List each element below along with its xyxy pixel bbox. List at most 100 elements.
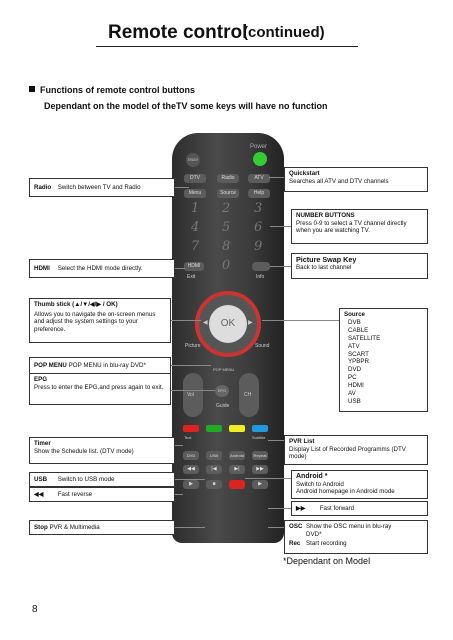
usb-box: USB Switch to USB mode — [29, 472, 175, 487]
pvr-list-box-text: Display List of Recorded Programms (DTV … — [289, 445, 406, 461]
source-box: Source DVB CABLE SATELLITE ATV SCART YPB… — [339, 308, 428, 412]
source-list: DVB CABLE SATELLITE ATV SCART YPBPR DVD … — [344, 319, 423, 406]
number-8: 8 — [222, 239, 231, 254]
volume-rocker — [183, 373, 203, 417]
rec-label: Rec — [289, 540, 301, 548]
exit-label: Exit — [187, 274, 196, 280]
number-5: 5 — [222, 220, 231, 235]
bullet-square-icon — [29, 86, 35, 92]
dtv-button: DTV — [184, 174, 206, 183]
radio-box-text: Switch between TV and Radio — [57, 184, 141, 191]
number-7: 7 — [191, 239, 200, 254]
text-label: Text — [184, 435, 192, 440]
picture-swap-box-label: Picture Swap Key — [296, 255, 357, 264]
hdmi-button: HDMI — [184, 262, 204, 271]
atv-button: ATV — [248, 174, 270, 183]
info-label: Info — [256, 274, 265, 280]
forward-box: ▶▶ Fast forward — [291, 501, 428, 516]
blue-button — [252, 425, 268, 432]
section-heading: Functions of remote control buttons — [29, 85, 195, 95]
page-title: Remote control — [108, 22, 248, 43]
radio-box-label: Radio — [34, 184, 52, 191]
thumbstick-box-text: Allows you to navigate the on-screen men… — [34, 310, 156, 333]
connector-line — [175, 479, 205, 480]
timer-box: Timer Show the Schedule list. (DTV mode) — [29, 437, 175, 464]
footnote: *Dependant on Model — [283, 556, 371, 566]
android-box-label: Android * — [296, 473, 328, 480]
source-item: PC — [348, 374, 357, 382]
left-arrow-icon: ◀ — [203, 320, 208, 326]
number-buttons-box-label: NUMBER BUTTONS — [296, 212, 355, 219]
connector-line — [245, 478, 291, 479]
green-button — [206, 425, 222, 432]
swap-icon — [252, 262, 270, 271]
record-icon — [229, 480, 245, 489]
source-item: CABLE — [348, 326, 369, 334]
hdmi-box-text: Select the HDMI mode directly. — [57, 265, 143, 272]
connector-line — [175, 187, 189, 188]
popmenu-box: POP MENU POP MENU in blu-ray DVD* — [29, 357, 171, 374]
dvd-button: DVD — [183, 451, 199, 460]
connector-line — [262, 320, 339, 321]
source-item: ATV — [348, 342, 360, 350]
red-button — [183, 425, 199, 432]
picture-swap-box: Picture Swap Key Back to last channel — [291, 253, 428, 279]
quickstart-box-label: Quickstart — [289, 170, 320, 177]
stop-box-text: PVR & Multimedia — [49, 524, 100, 531]
number-4: 4 — [191, 220, 200, 235]
reverse-box: ◀◀ Fast reverse — [29, 487, 175, 502]
stop-icon: ■ — [206, 480, 222, 489]
stop-box: Stop PVR & Multimedia — [29, 520, 175, 535]
play-icon: ▶ — [183, 480, 199, 489]
connector-line — [175, 445, 183, 446]
source-item: SATELLITE — [348, 334, 381, 342]
reverse-box-label: ◀◀ — [34, 491, 44, 498]
connector-line — [268, 440, 284, 441]
source-item: HDMI — [348, 382, 364, 390]
source-item: DVB — [348, 318, 361, 326]
reverse-box-text: Fast reverse — [57, 491, 93, 498]
source-item: USB — [348, 397, 361, 405]
thumbstick-box-label: Thumb stick (▲/▼/◀/▶ / OK) — [34, 301, 118, 308]
popmenu-box-text: POP MENU in blu-ray DVD* — [68, 362, 146, 369]
power-icon — [253, 152, 267, 166]
source-box-label: Source — [344, 311, 365, 318]
connector-line — [171, 320, 201, 321]
number-buttons-box: NUMBER BUTTONS Press 0-9 to select a TV … — [291, 209, 428, 244]
pvr-list-box: PVR List Display List of Recorded Progra… — [284, 435, 428, 465]
number-1: 1 — [191, 201, 200, 216]
connector-line — [269, 177, 284, 178]
number-3: 3 — [254, 201, 263, 216]
android-box-text2: Android homepage in Android mode — [296, 488, 395, 496]
yellow-button — [229, 425, 245, 432]
mute-button: Mute — [186, 153, 200, 167]
power-label: Power — [250, 144, 268, 150]
section-heading-text: Functions of remote control buttons — [40, 85, 195, 95]
picture-label: Picture — [185, 343, 201, 349]
radio-box: Radio Switch between TV and Radio — [29, 178, 175, 197]
connector-line — [175, 268, 185, 269]
number-buttons-box-text: Press 0-9 to select a TV channel directl… — [296, 219, 407, 235]
forward-icon: ▶▶ — [252, 465, 268, 474]
guide-label: Guide — [216, 403, 230, 409]
repeat-button: Repeat — [252, 451, 268, 460]
thumbstick-box: Thumb stick (▲/▼/◀/▶ / OK) Allows you to… — [29, 298, 171, 343]
prev-icon: |◀ — [206, 465, 222, 474]
epg-box-label: EPG — [34, 376, 48, 383]
usb-box-label: USB — [34, 476, 48, 483]
osc-label: OSC — [289, 523, 303, 530]
osc-icon: ▶ — [252, 480, 268, 489]
source-item: DVD — [348, 366, 362, 374]
section-subheading: Dependant on the model of theTV some key… — [44, 101, 328, 111]
pvr-list-box-label: PVR List — [289, 438, 315, 445]
source-item: AV — [348, 390, 356, 398]
quickstart-box-text: Searches all ATV and DTV channels — [289, 177, 389, 185]
forward-box-label: ▶▶ — [296, 505, 306, 512]
connector-line — [175, 527, 205, 528]
quickstart-box: Quickstart Searches all ATV and DTV chan… — [284, 167, 428, 192]
sound-label: Sound — [255, 343, 270, 349]
usb-box-text: Switch to USB mode — [57, 476, 115, 483]
